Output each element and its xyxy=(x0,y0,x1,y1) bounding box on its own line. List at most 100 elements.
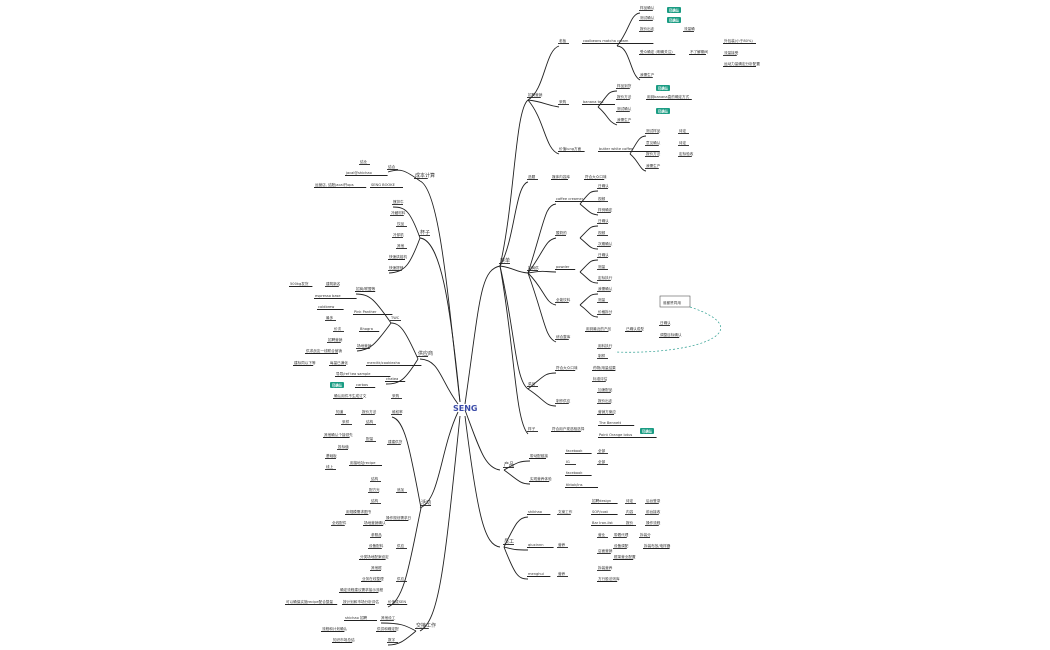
node-label: Point Orange lotus xyxy=(599,433,632,437)
node-label: 流量确 xyxy=(684,26,695,31)
node-label: The Bennett xyxy=(598,421,622,425)
node-label: 带动配链接 xyxy=(530,453,548,458)
node-label: coldbrew xyxy=(318,305,334,309)
node-label: 受众确定 (明确关注) xyxy=(640,49,673,54)
node-label: 投标值 xyxy=(338,444,349,449)
node-label: 媒体内容库 xyxy=(552,174,570,179)
float-note-box: 谁都赞同用 xyxy=(659,295,691,308)
node-label: 运动力量确定分析配置 xyxy=(724,61,760,66)
branch-edge xyxy=(499,265,529,435)
branch-edge xyxy=(392,206,421,239)
node-label: 流量接受 xyxy=(724,50,739,55)
node-label: 实现营养体验 xyxy=(530,476,552,481)
node-label: 测量 xyxy=(598,264,606,269)
node-label: 制样 xyxy=(598,353,606,358)
node-label: 采购 xyxy=(392,393,400,398)
node-label: qiuxinnn xyxy=(528,543,544,547)
node-label: 用接地址recipe xyxy=(350,460,376,465)
node-label: 结合 xyxy=(388,164,396,169)
status-tag: 已确认 xyxy=(330,382,344,388)
node-label: 制作供应 xyxy=(556,398,571,403)
branch-edge xyxy=(503,516,529,548)
branch-edge xyxy=(527,270,557,274)
node-label: 招商/联盟等 xyxy=(356,286,376,291)
node-label: 每量已满化 xyxy=(330,360,348,365)
node-label: 报价出走 xyxy=(640,26,655,31)
node-label: 符合大众口味 xyxy=(585,174,607,179)
node-label: carbas xyxy=(356,383,368,387)
node-label: 成本计算 xyxy=(415,172,435,179)
node-label: tiktok/ins xyxy=(566,483,583,487)
node-label: shichao 招聘 xyxy=(345,615,368,620)
node-label: coffee creamer xyxy=(556,197,584,201)
node-label: 测试样品 xyxy=(646,128,661,133)
node-label: 符合大众口味 xyxy=(556,365,578,370)
branch-edge xyxy=(527,388,557,407)
node-label: 拆装布放/电样器 xyxy=(644,543,671,548)
node-label: 知道 xyxy=(336,409,344,414)
node-label: 招聘营销 xyxy=(328,337,343,342)
branch-edge xyxy=(527,203,557,274)
branch-edge xyxy=(355,293,392,324)
node-label: 已确认成型 xyxy=(626,326,644,331)
branch-edge xyxy=(419,358,459,405)
node-label: 建筑新名 xyxy=(326,281,341,286)
node-label: 业务在线整理 xyxy=(362,576,384,581)
branch-edge xyxy=(527,272,557,306)
branch-edge xyxy=(616,12,641,47)
node-label: 其他确认个接领先 xyxy=(324,432,353,437)
node-label: 我需确认 xyxy=(598,286,613,291)
branch-edge xyxy=(380,622,417,632)
node-label: 快速烘焙机 xyxy=(389,254,407,259)
node-label: 带着代理 xyxy=(614,532,629,537)
node-label: 供应 xyxy=(397,543,405,548)
status-tag: 已确认 xyxy=(667,7,681,13)
svg-text:已确认: 已确认 xyxy=(642,429,653,434)
node-label: 招聘营销 xyxy=(528,92,543,97)
node-label: 拆装营养 xyxy=(598,565,613,570)
node-label: 选题 xyxy=(528,174,536,179)
node-label: 场地营销 xyxy=(357,343,372,348)
branch-edge xyxy=(499,265,529,274)
node-label: 冷却机 xyxy=(393,232,404,237)
node-label: 500kg发货 xyxy=(290,281,309,286)
node-label: 样品到货 xyxy=(617,83,632,88)
node-label: 全部 xyxy=(598,459,606,464)
node-label: 日确认 xyxy=(660,320,671,325)
node-label: SOP/cost xyxy=(592,510,609,514)
node-label: 日确认 xyxy=(598,252,609,257)
node-label: 结构 xyxy=(366,419,374,424)
node-label: coolbeans matcha cream xyxy=(583,39,629,43)
node-label: 采购 xyxy=(559,99,567,104)
node-label: 供供和确定配 xyxy=(377,626,399,631)
node-label: 其他 xyxy=(397,243,405,248)
branch-edge xyxy=(419,180,461,403)
node-label: 定标执行 xyxy=(598,275,613,280)
node-label: 参照品 xyxy=(371,532,382,537)
branch-edge xyxy=(499,265,529,390)
branch-edge xyxy=(503,546,529,551)
node-label: 调整目标确认 xyxy=(660,332,682,337)
node-label: SENG BOOKE xyxy=(371,183,396,187)
node-label: 我需生产 xyxy=(640,72,655,77)
node-label: 用规模需求图书 xyxy=(346,509,372,514)
node-label: 配方光 xyxy=(369,487,380,492)
branch-edge xyxy=(503,460,531,471)
node-label: 酸奶的 xyxy=(556,230,567,235)
node-label: 我需生产 xyxy=(646,163,661,168)
node-label: 供应商 xyxy=(418,350,433,357)
node-label: 搅拌牛 xyxy=(393,199,404,204)
node-label: 供求战友一线联合营销 xyxy=(306,348,342,353)
node-label: banana tea xyxy=(583,100,603,104)
branch-edge xyxy=(579,190,599,205)
branch-edge xyxy=(387,630,417,646)
node-label: 营销方案应 xyxy=(598,409,616,414)
node-label: 待定 xyxy=(679,128,687,133)
node-label: 运营店, 结账jacal开ops xyxy=(315,182,354,187)
branch-edge xyxy=(527,372,557,390)
node-label: 拆装分 xyxy=(640,532,651,537)
node-label: 其他框 xyxy=(371,565,382,570)
node-label: 按计划和市场分析评估 xyxy=(343,599,379,604)
node-label: 定标验收 xyxy=(679,151,694,156)
